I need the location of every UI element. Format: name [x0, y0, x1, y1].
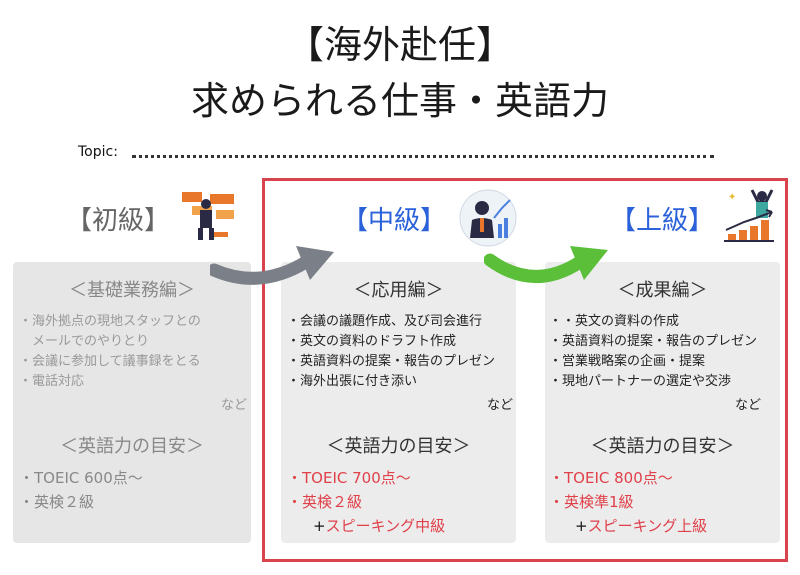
level-1-etc: など	[221, 398, 248, 413]
title-line-1: 【海外赴任】	[285, 23, 514, 67]
level-2-speaking: スピーキング中級	[325, 517, 446, 535]
task-item: ・会議に参加して議事録をとる	[19, 354, 201, 369]
title-line-2: 求められる仕事・英語力	[190, 79, 609, 123]
topic-label: Topic:	[78, 144, 118, 160]
level-2-section-title: ＜応用編＞	[353, 280, 444, 301]
level-3-speaking-line: +スピーキング上級	[575, 514, 707, 538]
task-item: ・会議の議題作成、及び司会進行	[287, 314, 483, 329]
english-item: ・TOEIC 700点〜	[287, 469, 411, 487]
english-item: ・英検準1級	[549, 493, 634, 511]
success-icon: ✦	[724, 189, 774, 242]
task-item: ・・英文の資料の作成	[549, 314, 680, 329]
task-item: ・海外拠点の現地スタッフとの	[19, 314, 201, 329]
green-arrow-icon	[484, 246, 608, 283]
plus-sign: +	[575, 517, 588, 535]
level-3-etc: など	[735, 398, 762, 413]
level-3-english-list: ・TOEIC 800点〜 ・英検準1級	[549, 466, 673, 514]
task-item: メールでのやりとり	[19, 334, 150, 349]
level-1-english-header: ＜英語力の目安＞	[60, 436, 204, 457]
svg-text:✦: ✦	[728, 192, 736, 203]
task-item: ・電話対応	[19, 374, 85, 389]
level-3-task-list: ・・英文の資料の作成 ・英語資料の提案・報告のプレゼン ・営業戦略案の企画・提案…	[549, 312, 757, 392]
level-3-name: 【上級】	[610, 206, 715, 236]
level-2-name: 【中級】	[342, 206, 447, 236]
english-item: ・TOEIC 800点〜	[549, 469, 673, 487]
level-2-speaking-line: +スピーキング中級	[313, 514, 445, 538]
plus-sign: +	[313, 517, 326, 535]
english-item: ・英検２級	[287, 493, 363, 511]
task-item: ・英語資料の提案・報告のプレゼン	[549, 334, 758, 349]
level-1-name: 【初級】	[66, 206, 171, 236]
level-1-card: ＜基礎業務編＞ ・海外拠点の現地スタッフとの メールでのやりとり ・会議に参加し…	[13, 262, 251, 543]
task-item: ・現地パートナーの選定や交渉	[549, 374, 732, 389]
level-3-english-header: ＜英語力の目安＞	[590, 436, 735, 457]
worker-icon	[182, 192, 234, 240]
task-item: ・海外出張に付き添い	[287, 374, 418, 389]
english-item: ・TOEIC 600点〜	[19, 469, 143, 487]
level-3-speaking: スピーキング上級	[587, 517, 708, 535]
level-3-card: ＜成果編＞ ・・英文の資料の作成 ・英語資料の提案・報告のプレゼン ・営業戦略案…	[545, 262, 780, 543]
level-2-english-list: ・TOEIC 700点〜 ・英検２級	[287, 466, 411, 514]
topic-dotted-line	[132, 155, 714, 158]
task-item: ・英文の資料のドラフト作成	[287, 334, 457, 349]
english-item: ・英検２級	[19, 493, 95, 511]
level-2-card: ＜応用編＞ ・会議の議題作成、及び司会進行 ・英文の資料のドラフト作成 ・英語資…	[281, 262, 516, 543]
level-1-english-list: ・TOEIC 600点〜 ・英検２級	[19, 466, 143, 514]
level-2-task-list: ・会議の議題作成、及び司会進行 ・英文の資料のドラフト作成 ・英語資料の提案・報…	[287, 312, 495, 392]
level-2-english-header: ＜英語力の目安＞	[326, 436, 471, 457]
task-item: ・英語資料の提案・報告のプレゼン	[287, 354, 496, 369]
chart-person-icon	[459, 189, 517, 247]
highlight-frame	[262, 178, 788, 562]
level-1-section-title: ＜基礎業務編＞	[69, 280, 195, 301]
level-1-task-list: ・海外拠点の現地スタッフとの メールでのやりとり ・会議に参加して議事録をとる …	[19, 312, 201, 392]
level-3-section-title: ＜成果編＞	[617, 280, 708, 301]
level-2-etc: など	[487, 398, 514, 413]
gray-arrow-icon	[210, 246, 334, 285]
task-item: ・営業戦略案の企画・提案	[549, 354, 706, 369]
